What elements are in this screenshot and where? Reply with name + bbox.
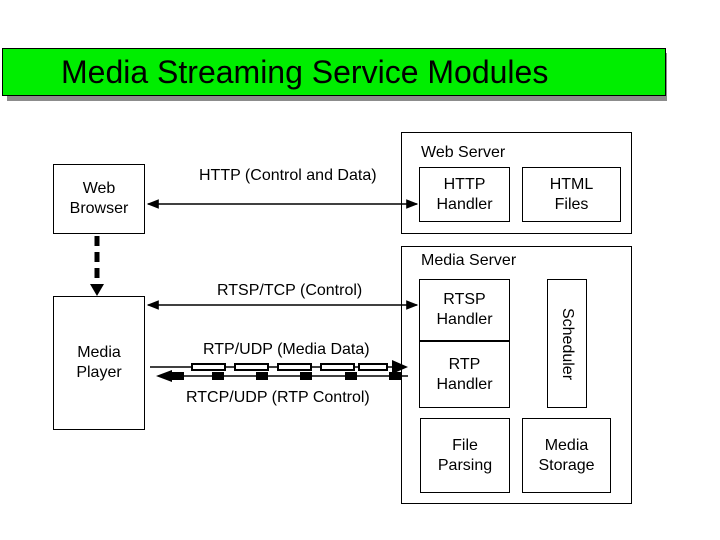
title-banner: Media Streaming Service Modules [2, 48, 666, 96]
rtsp-handler-box[interactable]: RTSP Handler [419, 279, 510, 341]
media-player-box[interactable]: Media Player [53, 296, 145, 430]
web-server-label: Web Server [421, 144, 506, 161]
media-server-frame [401, 246, 632, 504]
rtsp-link-label: RTSP/TCP (Control) [217, 282, 363, 299]
http-handler-box[interactable]: HTTP Handler [419, 167, 510, 222]
rtcp-packet-stream [156, 370, 408, 382]
rtp-packet-stream [150, 360, 408, 374]
scheduler-box[interactable]: Scheduler [547, 279, 587, 408]
media-server-label: Media Server [421, 252, 517, 269]
http-link-label: HTTP (Control and Data) [199, 167, 377, 184]
web-server-frame [401, 132, 632, 234]
rtcp-link-label: RTCP/UDP (RTP Control) [186, 389, 370, 406]
page-title: Media Streaming Service Modules [61, 53, 549, 90]
file-parsing-box[interactable]: File Parsing [420, 418, 510, 493]
browser-to-player-arrowhead [90, 284, 104, 296]
html-files-box[interactable]: HTML Files [522, 167, 621, 222]
rtp-handler-box[interactable]: RTP Handler [419, 341, 510, 408]
rtp-link-label: RTP/UDP (Media Data) [203, 341, 370, 358]
web-browser-box[interactable]: Web Browser [53, 164, 145, 234]
media-storage-box[interactable]: Media Storage [522, 418, 611, 493]
